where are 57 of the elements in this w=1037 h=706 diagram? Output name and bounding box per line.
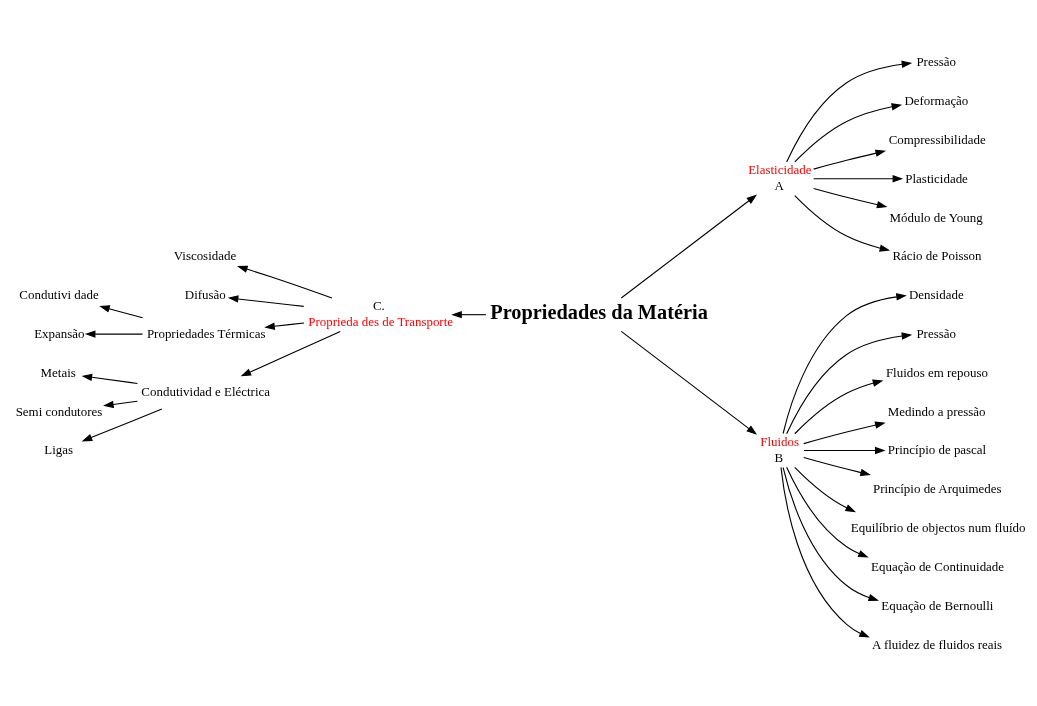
- node-text: Elasticidade A: [748, 161, 812, 193]
- node-text: Equilíbrio de objectos num fluído: [850, 519, 1026, 535]
- node-text: Pressão: [916, 53, 956, 69]
- arrow: [237, 265, 333, 299]
- arrow: [99, 304, 144, 318]
- arrow: [227, 294, 305, 307]
- arrow: [782, 466, 880, 601]
- arrow: [803, 456, 871, 476]
- arrow: [786, 60, 913, 163]
- node-text: Ligas: [44, 441, 74, 457]
- node-text: Princípio de pascal: [887, 441, 987, 457]
- arrow: [794, 466, 856, 512]
- node-text: A fluidez de fluidos reais: [872, 636, 1003, 652]
- arrow: [813, 174, 904, 182]
- arrow: [813, 149, 887, 170]
- node-text: Medindo a pressão: [887, 403, 986, 419]
- node-text: Fluidos B: [760, 433, 800, 465]
- node-text: Equação de Bernoulli: [881, 597, 994, 613]
- arrow: [803, 421, 886, 444]
- arrow: [786, 466, 869, 558]
- node-text: C. Proprieda des de Transporte: [308, 297, 454, 329]
- node-text: Metais: [40, 364, 76, 380]
- arrow: [794, 102, 903, 163]
- arrow: [782, 292, 907, 434]
- node-text: Propriedades Térmicas: [146, 325, 266, 341]
- node-text: Densidade: [909, 286, 964, 302]
- arrow: [264, 321, 305, 330]
- node-text: Rácio de Poisson: [892, 247, 982, 263]
- node-text: Princípio de Arquimedes: [872, 480, 1002, 496]
- arrow: [620, 330, 758, 435]
- node-text: Plasticidade: [905, 170, 968, 186]
- node-text: Difusão: [184, 286, 226, 302]
- node-text: Módulo de Young: [889, 209, 983, 225]
- node-text: Semi condutores: [15, 403, 103, 419]
- arrow: [620, 194, 758, 299]
- arrow: [84, 329, 144, 338]
- node-text: Pressão: [916, 325, 956, 341]
- node-text: Condutivi dade: [19, 286, 99, 302]
- arrow: [81, 373, 138, 384]
- arrow: [794, 379, 884, 434]
- node-text: Viscosidade: [173, 247, 237, 263]
- arrow: [240, 330, 341, 376]
- node-text: Condutividad e Eléctrica: [141, 383, 270, 399]
- node-text: Equação de Continuidade: [871, 558, 1005, 574]
- node-text: Propriedades da Matéria: [490, 300, 708, 323]
- arrow: [103, 400, 138, 408]
- node-text: Fluidos em repouso: [885, 364, 988, 380]
- arrow: [81, 408, 163, 441]
- node-text: Deformação: [904, 92, 969, 108]
- arrow: [786, 331, 913, 434]
- arrow: [803, 446, 886, 454]
- arrow: [794, 194, 891, 252]
- arrow: [780, 466, 870, 638]
- node-text: Compressibilidade: [888, 131, 986, 147]
- node-text: Expansão: [34, 325, 85, 341]
- arrow: [451, 310, 487, 318]
- arrow: [813, 187, 888, 208]
